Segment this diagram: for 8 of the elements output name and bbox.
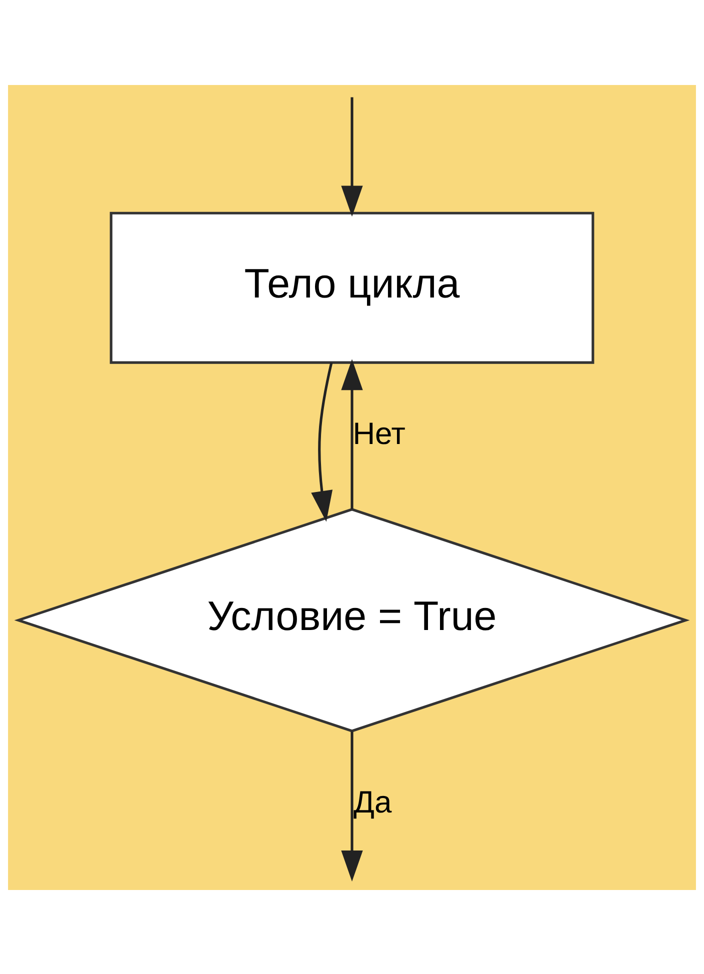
node-diamond: Условие = True: [14, 508, 690, 732]
edge-label: Да: [354, 784, 392, 819]
arrow: [341, 96, 363, 216]
arrow: [311, 362, 333, 522]
arrow: [341, 731, 363, 881]
arrow: [341, 358, 363, 509]
node-box: Тело цикла: [110, 211, 594, 364]
edge-label: Нет: [352, 415, 406, 450]
